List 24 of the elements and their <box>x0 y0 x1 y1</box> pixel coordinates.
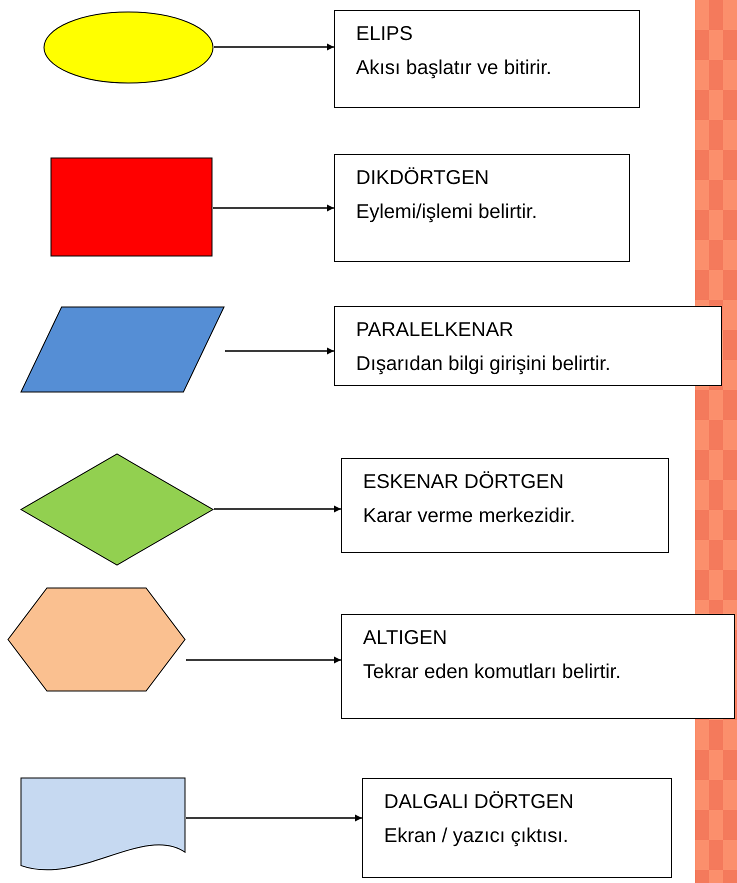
shape-description: Akısı başlatır ve bitirir. <box>356 56 552 81</box>
shape-description: Karar verme merkezidir. <box>363 504 576 529</box>
arrow <box>186 656 341 664</box>
text-box <box>341 614 735 719</box>
arrow <box>213 204 334 212</box>
arrow <box>214 506 341 512</box>
text-box <box>341 458 669 553</box>
shape-description: Eylemi/işlemi belirtir. <box>356 200 538 225</box>
shape-name: DALGALI DÖRTGEN <box>384 790 574 815</box>
shape-name: ESKENAR DÖRTGEN <box>363 470 564 495</box>
shape-name: PARALELKENAR <box>356 318 514 343</box>
shape-description: Tekrar eden komutları belirtir. <box>363 660 621 685</box>
text-box <box>334 154 630 262</box>
arrow <box>214 44 334 50</box>
shape-name: ELIPS <box>356 22 413 47</box>
text-box <box>334 306 722 386</box>
shape-description: Ekran / yazıcı çıktısı. <box>384 824 568 849</box>
arrow <box>186 814 362 822</box>
text-box <box>334 10 640 108</box>
arrow <box>225 348 334 354</box>
shape-name: ALTIGEN <box>363 626 448 651</box>
text-box <box>362 778 672 878</box>
shape-name: DIKDÖRTGEN <box>356 166 489 191</box>
shape-description: Dışarıdan bilgi girişini belirtir. <box>356 352 611 377</box>
